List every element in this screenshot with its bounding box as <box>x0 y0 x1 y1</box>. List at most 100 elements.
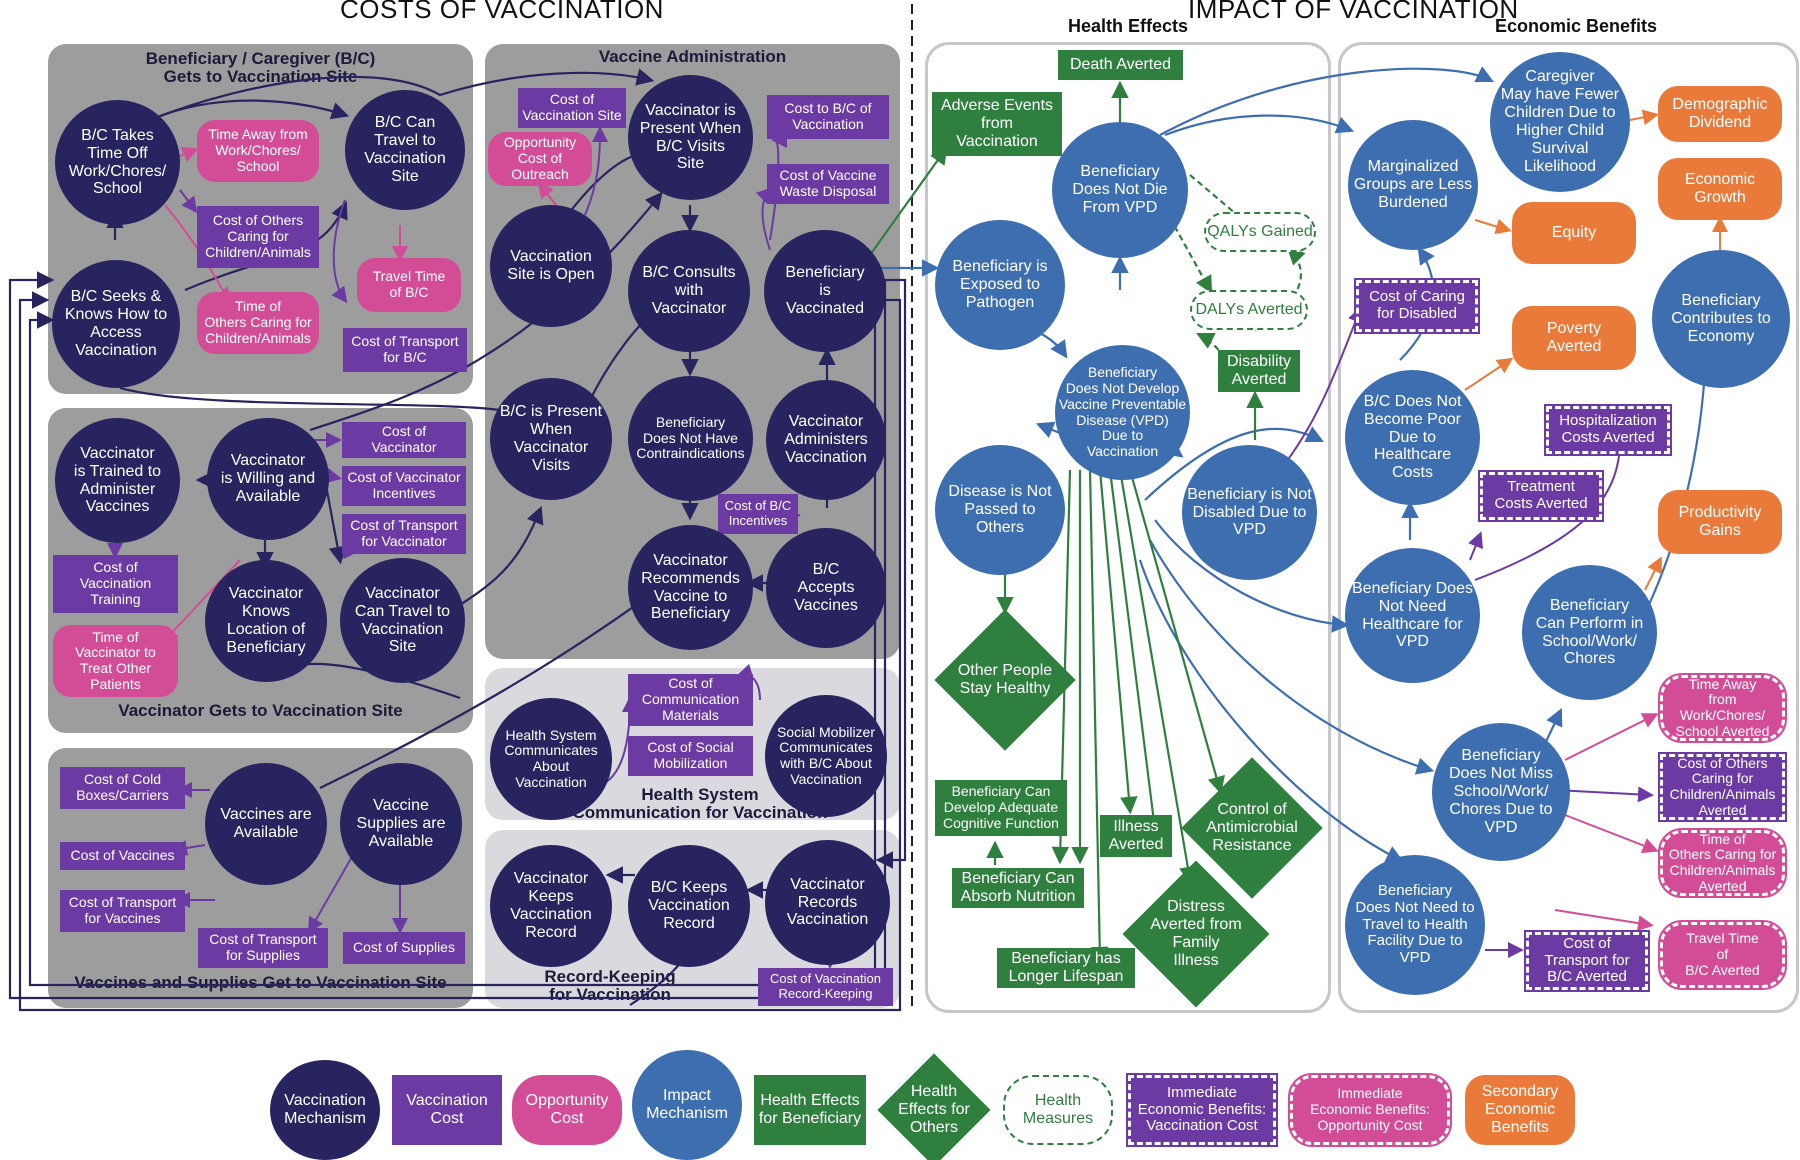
bc-can-travel-node: B/C Can Travel to Vaccination Site <box>345 90 465 210</box>
no-travel-node: Beneficiary Does Not Need to Travel to H… <box>1345 855 1485 995</box>
health-effects-header: Health Effects <box>1068 16 1189 36</box>
panel-vaccine-admin-title: Vaccine Administration <box>598 47 787 66</box>
does-not-die-node: Beneficiary Does Not Die From VPD <box>1052 122 1188 258</box>
vaccinator-trained-node: Vaccinator is Trained to Administer Vacc… <box>55 418 180 543</box>
impact-header: IMPACT OF VACCINATION <box>1188 0 1519 24</box>
cost-supplies-node: Cost of Supplies <box>343 932 465 964</box>
cost-waste-disposal-node: Cost of Vaccine Waste Disposal <box>767 164 889 204</box>
productivity-gains-node: Productivity Gains <box>1658 490 1782 554</box>
bc-present-node: B/C is Present When Vaccinator Visits <box>490 378 612 500</box>
vaccination-site-open-node: Vaccination Site is Open <box>490 205 612 327</box>
cognitive-function-node: Beneficiary Can Develop Adequate Cogniti… <box>935 780 1067 836</box>
cost-bc-vaccination-node: Cost to B/C of Vaccination <box>767 95 889 139</box>
legend-health-others-label: Health Effects for Others <box>898 1083 970 1136</box>
time-vaccinator-node: Time of Vaccinator to Treat Other Patien… <box>53 625 178 697</box>
antimicrobial-label: Control of Antimicrobial Resistance <box>1206 801 1298 854</box>
legend-opportunity: Opportunity Cost <box>512 1075 622 1145</box>
cost-transport-vaccinator-node: Cost of Transport for Vaccinator <box>342 514 466 554</box>
not-miss-school-node: Beneficiary Does Not Miss School/Work/ C… <box>1432 723 1570 861</box>
vaccinator-travel-node: Vaccinator Can Travel to Vaccination Sit… <box>340 558 465 683</box>
no-healthcare-node: Beneficiary Does Not Need Healthcare for… <box>1345 548 1480 683</box>
cost-vaccinator-incentives-node: Cost of Vaccinator Incentives <box>342 466 466 506</box>
economic-growth-node: Economic Growth <box>1658 158 1782 220</box>
adverse-events-node: Adverse Events from Vaccination <box>932 92 1062 156</box>
cost-vaccinator-node: Cost of Vaccinator <box>342 422 466 458</box>
poverty-averted-node: Poverty Averted <box>1512 306 1636 370</box>
cost-vaccines-node: Cost of Vaccines <box>60 842 185 870</box>
vaccines-available-node: Vaccines are Available <box>205 763 327 885</box>
no-contraindications-node: Beneficiary Does Not Have Contraindicati… <box>628 376 753 501</box>
economic-benefits-frame <box>1338 42 1799 1013</box>
legend-imm-vacc-cost: Immediate Economic Benefits: Vaccination… <box>1126 1073 1278 1147</box>
vaccinator-willing-node: Vaccinator is Willing and Available <box>207 418 329 540</box>
health-system-communicates-node: Health System Communicates About Vaccina… <box>490 698 612 820</box>
cost-social-mobilization-node: Cost of Social Mobilization <box>628 736 753 776</box>
illness-averted-node: Illness Averted <box>1100 815 1172 857</box>
cost-transport-bc-node: Cost of Transport for B/C <box>343 328 467 372</box>
longer-lifespan-node: Beneficiary has Longer Lifespan <box>997 948 1135 988</box>
panel-vaccinator-gets-title: Vaccinator Gets to Vaccination Site <box>118 701 403 720</box>
travel-time-node: Travel Time of B/C <box>357 258 461 312</box>
cost-others-averted-node: Cost of Others Caring for Children/Anima… <box>1658 752 1787 822</box>
cost-cold-boxes-node: Cost of Cold Boxes/Carriers <box>60 767 185 809</box>
bc-accepts-node: B/C Accepts Vaccines <box>766 528 886 648</box>
can-perform-node: Beneficiary Can Perform in School/Work/ … <box>1522 565 1657 700</box>
bc-keeps-record-node: B/C Keeps Vaccination Record <box>628 845 750 967</box>
others-healthy-label: Other People Stay Healthy <box>957 662 1053 697</box>
vaccinator-records-node: Vaccinator Records Vaccination <box>765 840 890 965</box>
beneficiary-vaccinated-node: Beneficiary is Vaccinated <box>764 230 886 352</box>
time-others-caring-node: Time of Others Caring for Children/Anima… <box>197 292 319 354</box>
opportunity-outreach-node: Opportunity Cost of Outreach <box>488 132 592 186</box>
vaccinator-present-node: Vaccinator is Present When B/C Visits Si… <box>628 75 753 200</box>
legend-health-measures: Health Measures <box>1003 1075 1113 1145</box>
cost-training-node: Cost of Vaccination Training <box>53 555 178 613</box>
legend-imm-opp-cost: Immediate Economic Benefits: Opportunity… <box>1288 1073 1452 1147</box>
time-others-averted-node: Time of Others Caring for Children/Anima… <box>1658 828 1787 898</box>
demographic-dividend-node: Demographic Dividend <box>1658 86 1782 142</box>
cost-transport-supplies-node: Cost of Transport for Supplies <box>198 928 328 968</box>
does-not-develop-vpd-node: Beneficiary Does Not Develop Vaccine Pre… <box>1055 345 1190 480</box>
equity-node: Equity <box>1512 202 1636 264</box>
not-become-poor-node: B/C Does Not Become Poor Due to Healthca… <box>1345 370 1480 505</box>
bc-consults-node: B/C Consults with Vaccinator <box>628 230 750 352</box>
legend-health-beneficiary: Health Effects for Beneficiary <box>754 1075 866 1145</box>
social-mobilizer-node: Social Mobilizer Communicates with B/C A… <box>765 695 887 817</box>
vaccinator-recommends-node: Vaccinator Recommends Vaccine to Benefic… <box>628 525 753 650</box>
cost-record-keeping-node: Cost of Vaccination Record-Keeping <box>758 968 893 1006</box>
disability-averted-node: Disability Averted <box>1218 350 1300 392</box>
legend-cost: Vaccination Cost <box>392 1075 502 1145</box>
cost-bc-incentives-node: Cost of B/C Incentives <box>718 494 798 534</box>
marginalized-groups-node: Marginalized Groups are Less Burdened <box>1348 120 1478 250</box>
health-effects-frame <box>925 42 1331 1013</box>
cost-transport-vaccines-node: Cost of Transport for Vaccines <box>60 890 185 932</box>
cost-transport-averted-node: Cost of Transport for B/C Averted <box>1524 930 1650 992</box>
costs-header: COSTS OF VACCINATION <box>340 0 664 24</box>
qalys-gained-node: QALYs Gained <box>1204 212 1316 252</box>
distress-averted-label: Distress Averted from Family Illness <box>1150 898 1242 969</box>
hospitalization-averted-node: Hospitalization Costs Averted <box>1544 404 1672 456</box>
bc-seeks-access-node: B/C Seeks & Knows How to Access Vaccinat… <box>52 260 180 388</box>
absorb-nutrition-node: Beneficiary Can Absorb Nutrition <box>952 868 1084 908</box>
vaccinator-knows-node: Vaccinator Knows Location of Beneficiary <box>205 560 327 682</box>
legend-impact: Impact Mechanism <box>632 1050 742 1160</box>
time-away-averted-node: Time Away from Work/Chores/ School Avert… <box>1658 673 1787 743</box>
treatment-averted-node: Treatment Costs Averted <box>1478 470 1604 522</box>
exposed-pathogen-node: Beneficiary is Exposed to Pathogen <box>935 220 1065 350</box>
legend-secondary: Secondary Economic Benefits <box>1465 1075 1575 1145</box>
cost-caring-disabled-node: Cost of Caring for Disabled <box>1354 278 1480 334</box>
not-disabled-node: Beneficiary is Not Disabled Due to VPD <box>1182 445 1317 580</box>
time-away-node: Time Away from Work/Chores/ School <box>197 120 319 182</box>
contributes-economy-node: Beneficiary Contributes to Economy <box>1652 250 1790 388</box>
dalys-averted-node: DALYs Averted <box>1190 290 1308 330</box>
vaccinator-keeps-record-node: Vaccinator Keeps Vaccination Record <box>490 845 612 967</box>
caregiver-fewer-children-node: Caregiver May have Fewer Children Due to… <box>1490 52 1630 192</box>
disease-not-passed-node: Disease is Not Passed to Others <box>935 445 1065 575</box>
economic-opp-arrows <box>1554 713 1659 932</box>
supplies-available-node: Vaccine Supplies are Available <box>340 763 462 885</box>
panel-health-system-title: Health System Communication for Vaccinat… <box>572 785 828 822</box>
travel-time-averted-node: Travel Time of B/C Averted <box>1658 920 1787 990</box>
cost-communication-node: Cost of Communication Materials <box>628 674 753 726</box>
death-averted-node: Death Averted <box>1058 50 1183 80</box>
bc-takes-time-off-node: B/C Takes Time Off Work/Chores/ School <box>55 100 180 225</box>
